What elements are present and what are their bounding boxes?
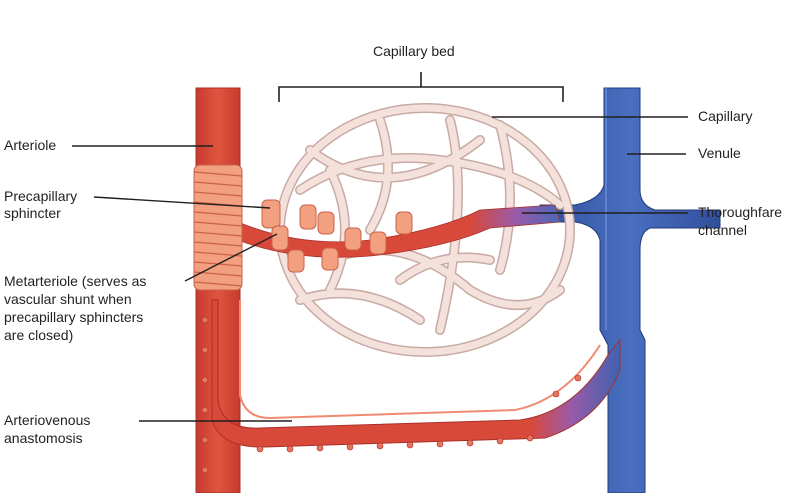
label-precapillary-line1: Precapillary: [4, 188, 78, 204]
label-thoroughfare-line1: Thoroughfare: [698, 204, 783, 220]
arteriole-smooth-muscle: [193, 164, 243, 291]
capillary-bed-title: Capillary bed: [373, 43, 455, 59]
label-arteriole: Arteriole: [4, 137, 57, 153]
label-venule: Venule: [698, 145, 741, 161]
arteriovenous-anastomosis: [201, 299, 621, 474]
capillary-bed-bracket: [278, 72, 564, 102]
thoroughfare-channel: [237, 204, 561, 258]
label-metarteriole-line1: Metarteriole (serves as: [4, 273, 147, 289]
precapillary-sphincters: [261, 199, 413, 273]
label-thoroughfare-line2: channel: [698, 222, 748, 238]
venule: [539, 87, 721, 493]
label-metarteriole-line4: are closed): [4, 327, 74, 343]
label-metarteriole-line3: precapillary sphincters: [4, 309, 144, 325]
label-av-line1: Arteriovenous: [4, 412, 91, 428]
label-precapillary-line2: sphincter: [4, 205, 61, 221]
label-av-line2: anastomosis: [4, 430, 83, 446]
label-metarteriole-line2: vascular shunt when: [4, 291, 132, 307]
label-capillary: Capillary: [698, 108, 753, 124]
leader-lines: [72, 116, 688, 422]
